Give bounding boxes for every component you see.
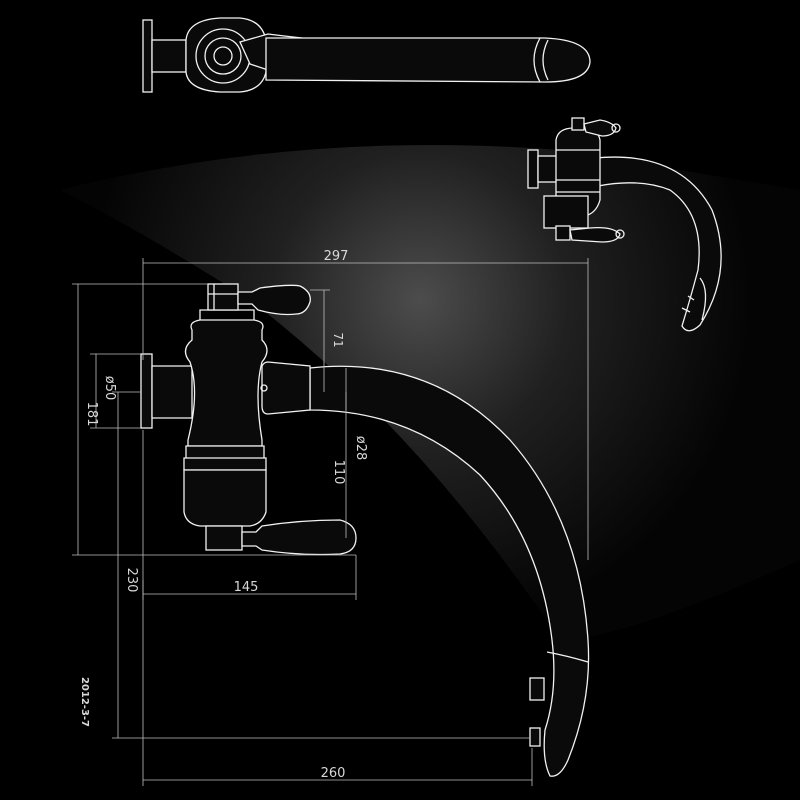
perspective-bottom-lever	[569, 226, 621, 243]
dim-28-text: ø28	[353, 436, 368, 461]
drawing-date-label: 2012-3-7	[79, 677, 90, 727]
perspective-bottom-cap	[555, 225, 571, 241]
perspective-wall-plate	[527, 149, 539, 189]
perspective-spout-tip	[681, 277, 707, 321]
perspective-wall-stub	[537, 155, 559, 183]
perspective-top-knob	[611, 123, 621, 133]
side-view-wall-plate	[140, 353, 153, 429]
side-view	[140, 283, 590, 777]
dim-71-line	[310, 289, 330, 392]
perspective-top-cap	[571, 117, 585, 131]
dim-181-text: 181	[84, 402, 99, 427]
side-view-inlet-pipe	[151, 365, 193, 419]
side-view-lower-block	[183, 469, 267, 527]
perspective-top-lever	[583, 119, 617, 137]
perspective-body-rings	[556, 149, 600, 193]
top-view-wall-plate	[142, 19, 153, 93]
side-view-spout-collar-screw	[260, 384, 268, 392]
dim-230-text: 230	[124, 568, 139, 593]
top-view-spout-tip	[533, 37, 549, 83]
side-view-body	[184, 319, 268, 447]
top-view-cartridge-inner	[213, 46, 233, 66]
side-view-spout-collar	[261, 361, 311, 415]
side-view-top-lever	[237, 284, 311, 316]
dim-181-line	[72, 283, 356, 556]
side-view-aerator-bottom	[529, 727, 541, 747]
top-view-cartridge-mid	[204, 37, 242, 75]
side-view-lower-neck	[205, 525, 243, 551]
side-view-body-rings	[183, 445, 267, 471]
perspective-view	[527, 117, 722, 332]
dim-50-line	[90, 353, 141, 429]
dim-230-line	[112, 391, 530, 739]
side-view-spout	[309, 365, 590, 777]
top-view	[142, 17, 591, 93]
side-view-bottom-lever	[241, 519, 357, 556]
dim-260-line	[142, 430, 533, 786]
side-view-top-cap	[207, 283, 239, 311]
perspective-lower-base	[543, 195, 589, 229]
dimension-lines	[72, 258, 589, 786]
side-view-top-cap-detail	[208, 284, 238, 310]
dim-260-text: 260	[321, 766, 346, 781]
dim-50-text: ø50	[102, 376, 117, 401]
perspective-spout	[594, 156, 722, 332]
dim-110-text: 110	[331, 460, 346, 485]
dim-145-text: 145	[234, 580, 259, 595]
side-view-spout-band	[546, 651, 589, 663]
top-view-spout	[265, 37, 591, 83]
dim-297-line	[142, 258, 589, 560]
top-view-wall-stub	[151, 39, 187, 73]
perspective-bottom-knob	[615, 229, 625, 239]
side-view-aerator-top	[529, 677, 545, 701]
dim-297-text: 297	[324, 249, 349, 264]
dim-71-text: 71	[331, 332, 345, 347]
